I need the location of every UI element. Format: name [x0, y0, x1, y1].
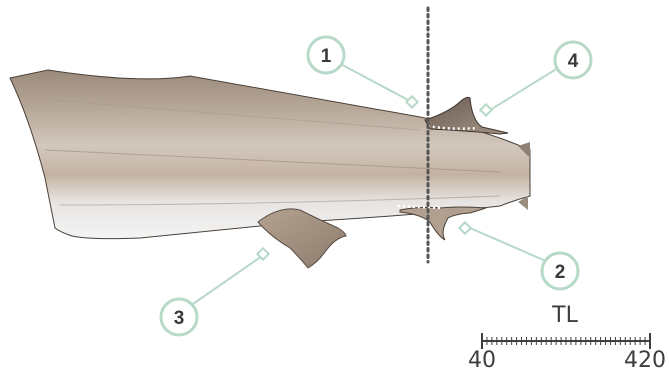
- scale-ticks: [482, 333, 650, 349]
- callout-3-label: 3: [174, 308, 185, 329]
- anal-fin: [400, 207, 486, 240]
- callout-4: 4: [480, 42, 591, 116]
- callout-1: 1: [308, 37, 418, 108]
- callout-1-label: 1: [321, 46, 332, 67]
- scale-min-label: 40: [468, 348, 496, 372]
- callout-2: 2: [459, 222, 578, 289]
- scale-label: TL: [551, 303, 578, 328]
- scale-bar: TL 40 420: [468, 303, 666, 372]
- scale-max-label: 420: [624, 348, 666, 372]
- dorsal-fin: [425, 97, 508, 134]
- callout-3: 3: [161, 248, 269, 335]
- callout-4-label: 4: [568, 51, 579, 72]
- callout-2-label: 2: [555, 262, 566, 283]
